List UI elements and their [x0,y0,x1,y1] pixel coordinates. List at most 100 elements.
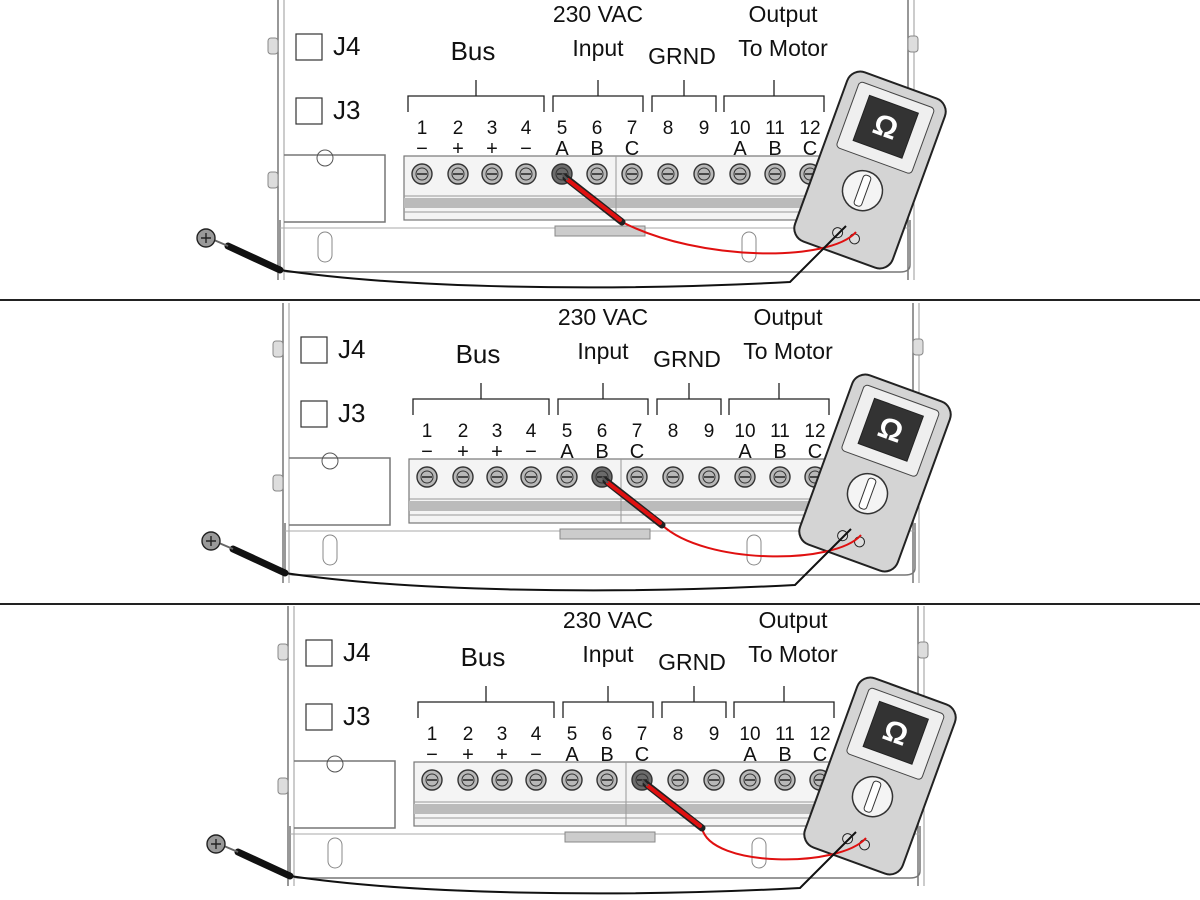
black-probe-tip [223,845,239,853]
terminal-screw-ring [768,167,782,181]
terminal-screw-ring [595,470,609,484]
terminal-symbol: A [738,441,752,463]
j3-checkbox [300,400,328,428]
terminal-screw-ring [451,167,465,181]
terminal-screw-ring [524,470,538,484]
terminal-number: 2 [453,118,464,139]
din-clip [559,528,651,540]
black-probe-lead [284,528,852,592]
hinge-tab [267,37,279,55]
j4-checkbox [295,33,323,61]
terminal-screw-ring [778,773,792,787]
terminal-number: 8 [673,724,684,745]
multimeter-icon: Ω [798,373,952,573]
terminal-number: 5 [562,421,573,442]
black-probe-lead [279,225,847,289]
hinge-tab [907,35,919,53]
terminal-screw-ring [707,773,721,787]
terminal-screw-ring [697,167,711,181]
terminal-number: 4 [526,421,537,442]
black-probe-tip [218,542,234,550]
meter-display [852,94,920,159]
grnd-label: GRND [658,649,726,675]
terminal-symbol: − [520,138,532,160]
terminal-number: 3 [492,421,503,442]
meter-dial-knob [858,477,877,510]
terminal-symbol: B [773,441,786,463]
j3-label: J3 [343,701,370,731]
terminal-screw-ring [456,470,470,484]
hinge-tab [917,641,929,659]
group-bracket [651,80,717,112]
din-clip [554,225,646,237]
terminal-screw-ring [555,167,569,181]
terminal-number: 3 [487,118,498,139]
group-bracket [552,80,644,112]
inner-block [289,457,391,526]
j4-checkbox [300,336,328,364]
mount-slot [327,837,343,869]
terminal-symbol: + [452,138,464,160]
terminal-number: 11 [765,118,785,139]
terminal-number: 8 [663,118,674,139]
terminal-number: 6 [602,724,613,745]
black-probe-lead [289,831,857,895]
terminal-screw-ring [733,167,747,181]
meter-display [857,397,925,462]
grnd-label: GRND [653,346,721,372]
terminal-symbol: C [630,441,644,463]
terminal-screw-ring [560,470,574,484]
terminal-number: 12 [804,421,825,442]
terminal-symbol: + [486,138,498,160]
red-probe-tip [601,476,609,484]
terminal-screw-ring [415,167,429,181]
terminal-symbol: A [743,744,757,766]
terminal-screw-ring [485,167,499,181]
terminal-number: 11 [770,421,790,442]
ground-screw-icon [321,452,339,470]
terminal-screw-ring [519,167,533,181]
output-label-line1: Output [748,1,818,27]
inner-block [284,154,386,223]
terminal-screw-ring [495,773,509,787]
terminal-number: 12 [799,118,820,139]
terminal-number: 7 [637,724,648,745]
terminal-screw-ring [600,773,614,787]
bus-label: Bus [456,339,501,369]
bus-label: Bus [461,642,506,672]
ground-screw-icon [326,755,344,773]
multimeter-icon: Ω [803,676,957,876]
red-probe-tip [561,173,569,181]
terminal-symbol: A [555,138,569,160]
grnd-label: GRND [648,43,716,69]
terminal-screw-ring [666,470,680,484]
terminal-screw-ring [630,470,644,484]
hinge-tab [272,340,284,358]
terminal-screw-ring [671,773,685,787]
terminal-number: 5 [567,724,578,745]
output-label-line2: To Motor [743,338,833,364]
terminal-number: 9 [704,421,715,442]
mount-slot [746,534,762,566]
terminal-screw-ring [635,773,649,787]
inner-block [294,760,396,829]
terminal-screw-ring [565,773,579,787]
bus-label: Bus [451,36,496,66]
hinge-tab [277,777,289,795]
group-bracket [723,80,825,112]
group-bracket [733,686,835,718]
black-probe-tip [213,239,229,247]
mount-slot [322,534,338,566]
ground-screw-slot [201,233,211,243]
terminal-number: 11 [775,724,795,745]
din-clip [564,831,656,843]
output-label-line2: To Motor [738,35,828,61]
terminal-number: 5 [557,118,568,139]
terminal-screw-ring [420,470,434,484]
group-bracket [661,686,727,718]
mount-slot [751,837,767,869]
ground-screw-icon [316,149,334,167]
terminal-symbol: − [525,441,537,463]
strip-rail [409,501,829,511]
